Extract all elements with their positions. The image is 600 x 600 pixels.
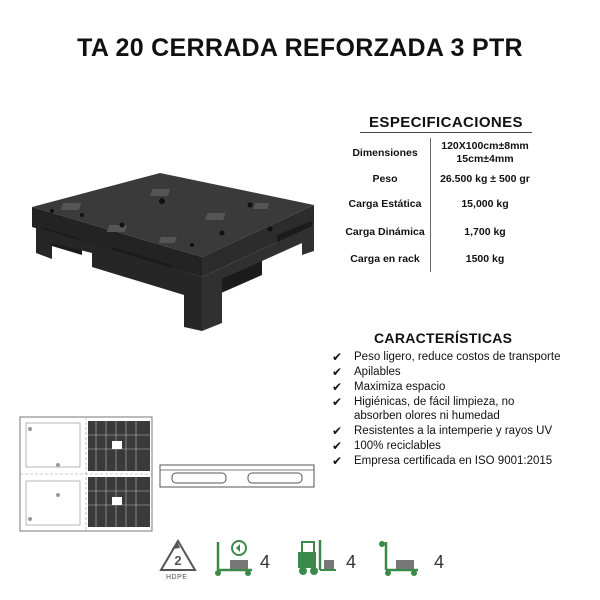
spec-value: 1,700 kg xyxy=(464,225,506,238)
list-item: ✔Maximiza espacio xyxy=(332,380,446,394)
specifications-divider xyxy=(360,132,532,133)
hdpe-label: HDPE xyxy=(166,574,188,581)
forklift-icon xyxy=(298,540,336,575)
hand-truck-count: 4 xyxy=(434,552,445,572)
checkmark-icon: ✔ xyxy=(332,395,343,409)
svg-text:2: 2 xyxy=(174,553,181,568)
spec-row-weight: Peso 26.500 kg ± 500 gr xyxy=(340,168,539,190)
spec-label: Carga Dinámica xyxy=(340,218,431,246)
checkmark-icon: ✔ xyxy=(332,380,343,394)
spec-row-dynamic-load: Carga Dinámica 1,700 kg xyxy=(340,218,539,246)
spec-row-static-load: Carga Estática 15,000 kg xyxy=(340,190,539,218)
list-item: ✔Apilables xyxy=(332,365,401,379)
spec-label: Dimensiones xyxy=(340,138,431,168)
pallet-photo xyxy=(32,173,314,331)
hand-truck-icon xyxy=(379,541,418,576)
pallet-top-view-drawing xyxy=(19,416,153,532)
spec-value: 120X100cm±8mm 15cm±4mm xyxy=(431,138,540,168)
specifications-heading: ESPECIFICACIONES xyxy=(369,114,523,131)
page-title: TA 20 CERRADA REFORZADA 3 PTR xyxy=(77,34,523,62)
handling-icons-row: 2 HDPE 4 4 4 xyxy=(0,538,600,588)
list-item: ✔Resistentes a la intemperie y rayos UV xyxy=(332,424,553,438)
pallet-jack-icon xyxy=(215,540,252,576)
spec-value-line: 15cm±4mm xyxy=(456,153,514,165)
features-list: ✔Peso ligero, reduce costos de transport… xyxy=(332,350,600,469)
spec-label: Carga en rack xyxy=(340,246,431,272)
spec-label: Carga Estática xyxy=(340,190,431,218)
checkmark-icon: ✔ xyxy=(332,350,343,364)
pallet-side-view-drawing xyxy=(159,464,315,488)
checkmark-icon: ✔ xyxy=(332,439,343,453)
checkmark-icon: ✔ xyxy=(332,424,343,438)
spec-value: 15,000 kg xyxy=(461,197,509,210)
recycle-hdpe-icon: 2 xyxy=(159,539,197,571)
list-item: ✔Peso ligero, reduce costos de transport… xyxy=(332,350,561,364)
spec-value-line: 120X100cm±8mm xyxy=(441,140,529,152)
checkmark-icon: ✔ xyxy=(332,454,343,468)
spec-label: Peso xyxy=(340,168,431,190)
list-item: ✔Empresa certificada en ISO 9001:2015 xyxy=(332,454,553,468)
features-heading: CARACTERÍSTICAS xyxy=(374,330,513,346)
checkmark-icon: ✔ xyxy=(332,365,343,379)
spec-row-dimensions: Dimensiones 120X100cm±8mm 15cm±4mm xyxy=(340,138,539,168)
forklift-count: 4 xyxy=(346,552,357,572)
pallet-jack-count: 4 xyxy=(260,552,271,572)
spec-value: 26.500 kg ± 500 gr xyxy=(440,172,530,185)
list-item: ✔100% reciclables xyxy=(332,439,441,453)
specifications-table: Dimensiones 120X100cm±8mm 15cm±4mm Peso … xyxy=(340,138,539,272)
spec-row-rack-load: Carga en rack 1500 kg xyxy=(340,246,539,272)
spec-value: 1500 kg xyxy=(465,252,505,265)
